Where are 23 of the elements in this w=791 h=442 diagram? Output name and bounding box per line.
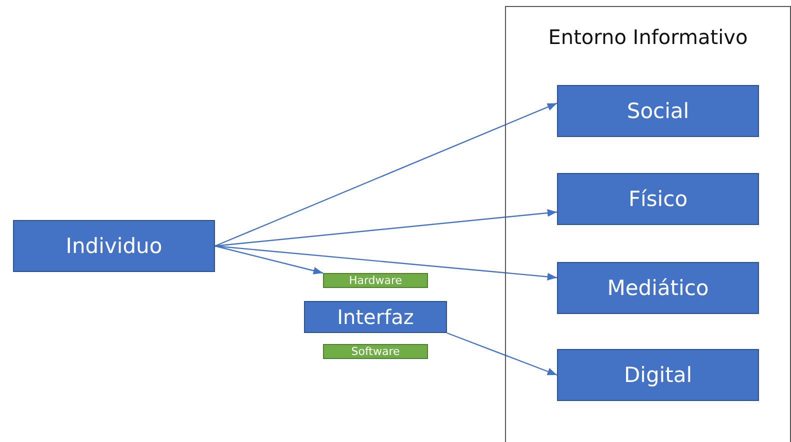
tag-box — [323, 273, 428, 288]
process-box — [557, 349, 759, 401]
node-label: Social — [626, 99, 690, 123]
arrow — [214, 209, 558, 247]
arrow — [214, 245, 558, 281]
node-label: Hardware — [348, 274, 402, 287]
node-label: Interfaz — [337, 305, 414, 329]
node-label: Físico — [628, 187, 688, 211]
group-heading: Entorno Informativo — [547, 25, 749, 49]
arrow — [214, 102, 558, 247]
arrow — [214, 245, 324, 274]
process-box — [13, 220, 215, 272]
node-label: Individuo — [66, 234, 162, 258]
node-label: Software — [351, 345, 400, 358]
process-box — [557, 262, 759, 314]
node-label: Mediático — [607, 276, 709, 300]
arrow — [446, 332, 558, 376]
group-frame — [505, 6, 791, 442]
process-box — [557, 85, 759, 137]
process-box — [304, 301, 447, 333]
process-box — [557, 173, 759, 225]
node-label: Digital — [624, 363, 692, 387]
tag-box — [323, 344, 428, 359]
